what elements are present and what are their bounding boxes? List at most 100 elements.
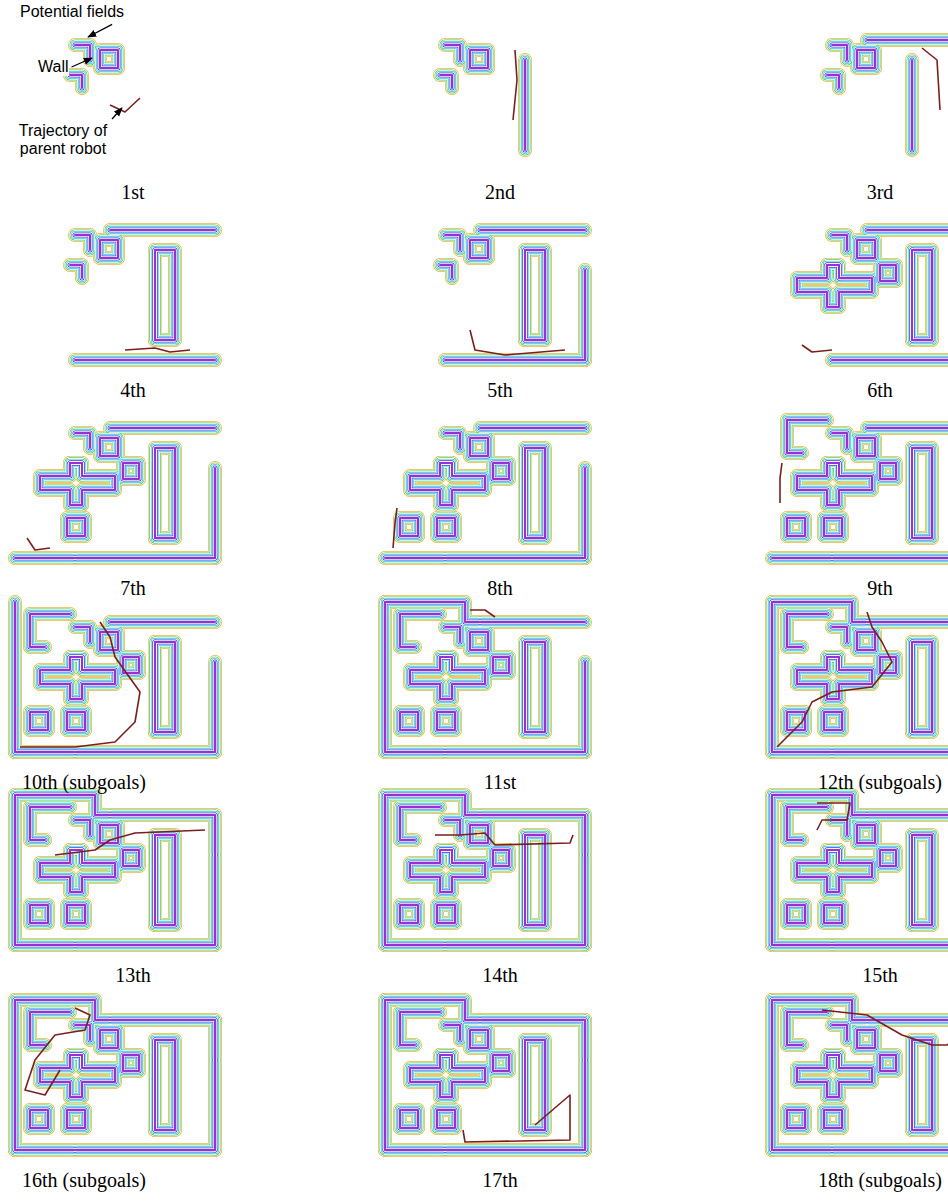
wall <box>867 617 948 628</box>
wall <box>100 50 118 68</box>
wall <box>40 1055 115 1097</box>
wall <box>880 657 896 673</box>
wall <box>11 602 19 752</box>
wall <box>100 50 118 68</box>
wall <box>905 60 919 150</box>
wall <box>209 815 222 855</box>
wall <box>797 265 872 307</box>
wall <box>75 552 215 565</box>
wall <box>480 425 585 432</box>
wall <box>67 1110 85 1128</box>
wall <box>797 463 872 505</box>
wall <box>787 518 805 536</box>
wall <box>867 227 948 234</box>
wall <box>67 712 85 730</box>
wall <box>880 265 896 281</box>
wall <box>525 448 545 538</box>
wall <box>480 225 585 236</box>
wall <box>832 627 847 642</box>
wall <box>480 617 585 627</box>
wall <box>123 1055 139 1071</box>
wall <box>832 554 948 562</box>
wall <box>824 905 842 923</box>
wall <box>824 905 842 923</box>
wall <box>493 1055 509 1071</box>
wall <box>525 250 545 340</box>
wall <box>867 812 948 819</box>
wall <box>480 426 585 430</box>
potential-field <box>385 602 585 752</box>
wall <box>824 712 842 730</box>
wall <box>787 905 805 923</box>
wall <box>67 905 85 923</box>
potential-field <box>772 602 948 752</box>
wall <box>100 240 118 258</box>
wall <box>70 1055 82 1068</box>
wall <box>400 807 440 840</box>
wall <box>857 438 875 456</box>
wall <box>772 940 832 950</box>
wall <box>400 518 418 536</box>
potential-field <box>772 420 948 558</box>
wall <box>15 1146 75 1154</box>
wall <box>911 60 913 150</box>
wall <box>493 657 509 673</box>
wall <box>480 224 585 237</box>
wall <box>155 1040 175 1130</box>
potential-field <box>15 1000 215 1150</box>
wall <box>480 1017 585 1024</box>
wall <box>797 850 872 892</box>
wall <box>123 1055 139 1071</box>
wall <box>155 250 175 340</box>
map-panel <box>440 230 585 360</box>
wall <box>75 1146 215 1154</box>
wall <box>410 850 485 892</box>
wall <box>40 657 115 699</box>
wall <box>110 1018 215 1022</box>
wall <box>445 45 460 60</box>
wall <box>75 556 215 560</box>
wall <box>40 1055 115 1097</box>
wall <box>75 433 90 448</box>
potential-field <box>827 40 948 150</box>
wall <box>75 1145 215 1156</box>
wall <box>525 250 545 340</box>
wall <box>857 50 875 68</box>
wall <box>832 235 847 250</box>
wall <box>880 657 896 673</box>
wall <box>155 835 175 925</box>
wall <box>40 1055 115 1097</box>
wall <box>385 943 445 948</box>
wall <box>912 448 932 538</box>
wall <box>480 228 585 232</box>
wall <box>67 905 85 923</box>
wall <box>437 518 455 536</box>
wall <box>155 1040 175 1130</box>
potential-field <box>440 230 585 360</box>
wall <box>12 1000 19 1150</box>
wall <box>155 448 175 538</box>
wall <box>213 1060 218 1150</box>
wall <box>857 50 875 68</box>
wall <box>832 235 847 250</box>
wall <box>437 712 455 730</box>
wall <box>832 750 948 754</box>
wall <box>445 555 585 562</box>
wall <box>437 1110 455 1128</box>
wall <box>767 795 777 945</box>
wall <box>385 1147 445 1154</box>
wall <box>75 627 90 642</box>
wall <box>445 433 460 448</box>
wall <box>493 463 509 479</box>
wall <box>857 825 875 843</box>
wall <box>155 642 175 732</box>
wall <box>857 632 875 650</box>
wall <box>123 463 139 479</box>
wall <box>214 855 216 945</box>
wall <box>155 835 175 925</box>
wall <box>100 1030 118 1048</box>
wall <box>582 468 589 558</box>
wall <box>75 45 90 60</box>
wall <box>67 518 85 536</box>
wall <box>880 657 896 673</box>
